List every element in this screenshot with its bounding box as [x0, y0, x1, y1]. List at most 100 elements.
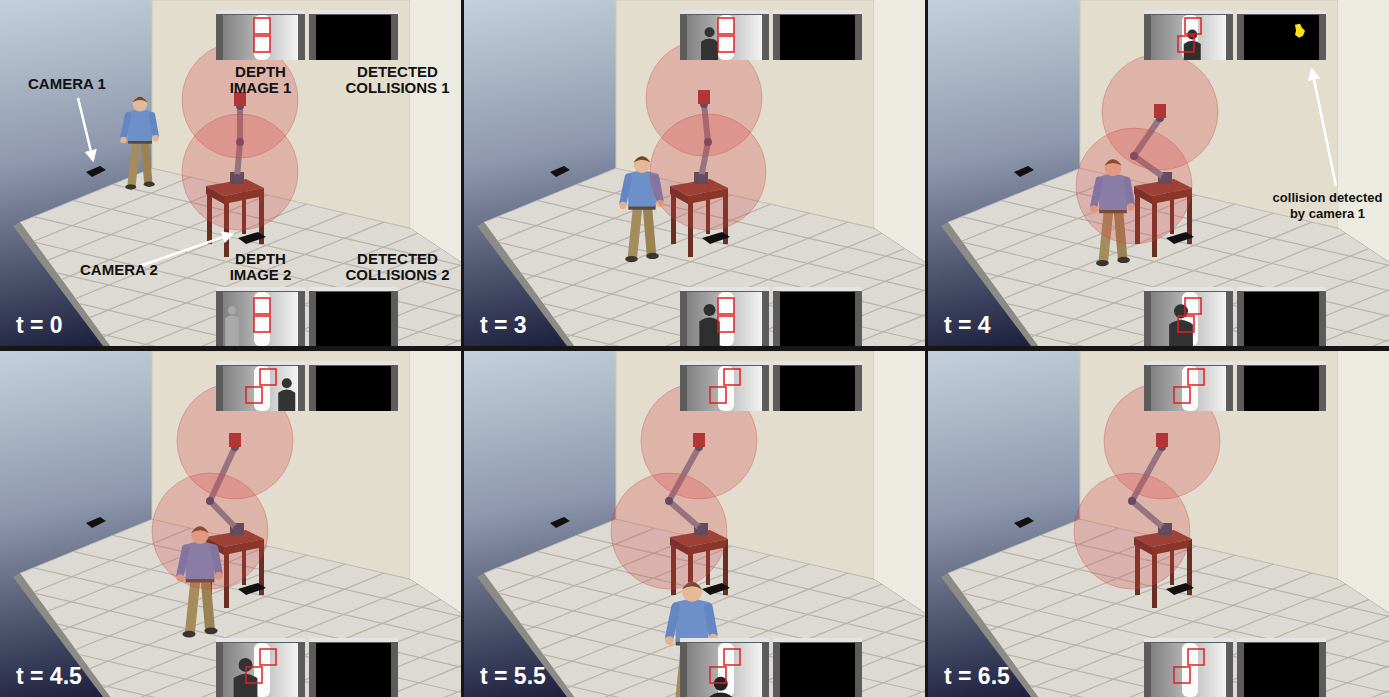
floor-tile-line	[928, 69, 1019, 346]
floor-tile-line	[34, 240, 461, 346]
inset-window	[216, 287, 305, 346]
safety-sphere	[182, 114, 298, 230]
sensor-window: DETECTED COLLISIONS 2	[309, 287, 398, 346]
depth-image	[1151, 366, 1226, 411]
window-titlebar	[1237, 638, 1326, 642]
side-wall	[874, 0, 925, 262]
leader-arrow	[78, 98, 93, 160]
inset-windows	[216, 10, 398, 346]
floor-tile-line	[0, 238, 461, 346]
callout-label: CAMERA 1	[28, 76, 106, 92]
robot-bounding-box	[254, 316, 270, 332]
window-frame	[1144, 638, 1233, 697]
scene-panel: t = 6.5	[928, 351, 1389, 697]
person-depth-silhouette	[709, 693, 733, 697]
floor-tile-line	[0, 132, 361, 346]
inset-window	[1144, 361, 1233, 411]
scene-panel: t = 3	[464, 0, 925, 346]
robot-bounding-box	[710, 387, 726, 403]
floor-tile-line	[0, 438, 168, 697]
collision-blob	[1295, 24, 1305, 38]
window-image	[316, 292, 391, 346]
floor-tile-line	[1001, 249, 1389, 346]
floor-tile-line	[464, 238, 925, 346]
window-frame	[1144, 10, 1233, 60]
robot-bounding-box	[1188, 649, 1204, 665]
window-frame	[216, 638, 305, 697]
floor-tile-line	[0, 286, 461, 346]
camera-1	[1014, 166, 1034, 177]
floor-tile-line	[0, 60, 52, 346]
window-frame	[680, 287, 769, 346]
window-title: DEPTH IMAGE 2	[215, 251, 307, 283]
floor-tile-line	[0, 465, 284, 697]
floor-tile-line	[928, 582, 1389, 697]
camera-2	[238, 583, 266, 595]
scene-illustration	[928, 351, 1389, 697]
scene-panel: t = 4.5	[0, 351, 461, 697]
window-titlebar	[309, 361, 398, 365]
window-image	[223, 643, 298, 697]
person-leg	[633, 206, 638, 256]
robot-bounding-box	[1185, 18, 1201, 34]
person-hand	[665, 636, 674, 645]
person-depth-head	[705, 27, 715, 37]
window-image	[316, 643, 391, 697]
collision-image	[1244, 292, 1319, 346]
background	[464, 0, 925, 346]
window-image	[316, 366, 391, 411]
floor-tile-line	[575, 258, 925, 346]
person-shoe	[125, 184, 136, 190]
camera-1	[550, 517, 570, 528]
person-shoe	[1096, 260, 1109, 266]
floor-tile-line	[52, 43, 461, 283]
collision-image	[1244, 366, 1319, 411]
window-titlebar	[1144, 638, 1233, 642]
safety-sphere	[152, 473, 268, 589]
person-shoe	[204, 628, 217, 635]
callout-label: collision detected by camera 1	[1266, 190, 1389, 222]
window-image	[780, 15, 855, 60]
camera-1	[1014, 517, 1034, 528]
scene-panel: t = 4collision detected by camera 1	[928, 0, 1389, 346]
floor-tile-line	[464, 637, 925, 697]
person-depth-silhouette	[699, 318, 719, 347]
robot-depth-silhouette	[254, 292, 270, 346]
leader-arrows	[1312, 70, 1336, 186]
collision-image	[316, 643, 391, 697]
floor-tile-line	[464, 572, 925, 697]
window-image	[1244, 643, 1319, 697]
floor-tile-line	[0, 221, 461, 346]
window-image	[223, 292, 298, 346]
inset-window	[773, 361, 862, 411]
robot-depth-silhouette	[718, 15, 734, 60]
inset-window	[1144, 287, 1233, 346]
window-frame	[1144, 361, 1233, 411]
window-image	[780, 643, 855, 697]
window-titlebar	[216, 287, 305, 291]
scene-illustration	[928, 0, 1389, 346]
floor-tile-line	[464, 87, 632, 346]
depth-image	[687, 643, 762, 697]
floor-tile-line	[928, 222, 1389, 346]
floor-tile-line	[928, 221, 1389, 346]
person-depth-head	[282, 378, 292, 388]
window-frame	[309, 287, 398, 346]
robot-bounding-box	[1185, 298, 1201, 314]
window-titlebar	[680, 361, 769, 365]
floor-tile-line	[928, 270, 1389, 346]
window-image	[687, 292, 762, 346]
inset-windows	[1144, 361, 1326, 697]
inset-window	[680, 638, 769, 697]
floor-tile-line	[0, 637, 461, 697]
window-image	[687, 15, 762, 60]
floor-tile-line	[464, 564, 925, 697]
window-frame	[773, 361, 862, 411]
person-depth-head	[228, 306, 236, 314]
window-image	[1151, 15, 1226, 60]
inset-window	[773, 287, 862, 346]
person-shoe	[144, 181, 155, 187]
window-image	[687, 643, 762, 697]
floor-tile-line	[0, 222, 461, 346]
safety-sphere	[650, 114, 766, 230]
